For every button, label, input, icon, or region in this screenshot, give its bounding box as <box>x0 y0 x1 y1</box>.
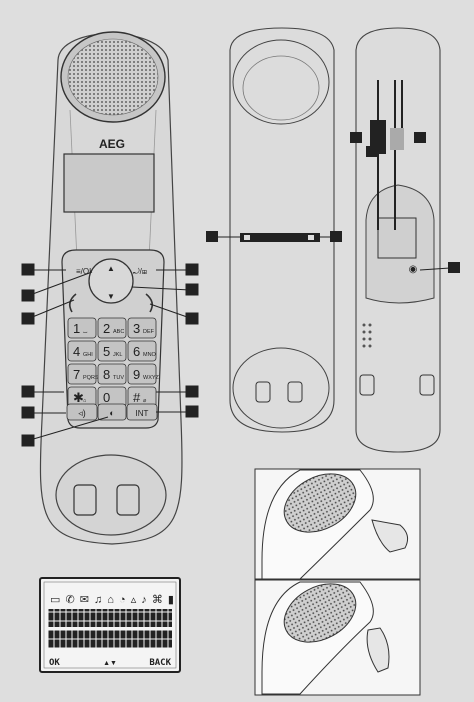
key-letters-3: GHI <box>83 352 93 358</box>
nfc-icon: ◉ <box>409 264 418 275</box>
lcd-text-row-2 <box>48 630 172 648</box>
nav-down-arrow[interactable]: ▼ <box>107 292 115 301</box>
illustration-top <box>254 468 421 580</box>
key-digit-11: # <box>133 390 141 405</box>
key-3[interactable] <box>67 340 97 362</box>
belt-clip-holes <box>362 323 372 348</box>
mute-icon: ◐ <box>109 408 114 418</box>
handset-back: ◉ <box>350 27 460 453</box>
key-digit-0: 1 <box>73 321 80 336</box>
key-1[interactable] <box>97 317 127 339</box>
key-2[interactable] <box>127 317 157 339</box>
navigation-ring[interactable] <box>88 258 134 304</box>
key-6[interactable] <box>67 363 97 385</box>
key-letters-1: ABC <box>113 329 124 335</box>
key-0[interactable] <box>67 317 97 339</box>
key-digit-7: 8 <box>103 367 110 382</box>
side-strip <box>240 233 320 242</box>
key-digit-9: ✱ <box>73 390 84 405</box>
key-letters-5: MNO <box>143 352 157 358</box>
brand-logo: AEG <box>99 137 125 151</box>
status-icon-row: ▭ ✆ ✉ ♫ ⌂ ◔ ▵ ♪ ⌘ ▮ <box>50 594 175 606</box>
lcd-text-row-1 <box>48 609 172 627</box>
key-letters-6: PQRS <box>83 375 99 381</box>
key-letters-11: ⌀ <box>143 398 147 404</box>
key-digit-2: 3 <box>133 321 140 336</box>
end-call-button[interactable] <box>145 293 154 313</box>
callouts-front <box>21 263 199 447</box>
key-digit-6: 7 <box>73 367 80 382</box>
speaker-key[interactable] <box>66 403 98 421</box>
lcd-display: ▭ ✆ ✉ ♫ ⌂ ◔ ▵ ♪ ⌘ ▮ OK ▲▼ BACK <box>39 577 181 673</box>
intercom-label: INT <box>136 409 149 418</box>
key-digit-5: 6 <box>133 344 140 359</box>
battery-compartment <box>377 217 417 259</box>
speaker-icon: ◃) <box>78 408 86 418</box>
key-letters-7: TUV <box>113 375 124 381</box>
key-digit-1: 2 <box>103 321 110 336</box>
mouthpiece <box>55 454 167 536</box>
illustration-bottom <box>254 579 421 696</box>
handset-screen <box>63 153 155 213</box>
charging-key-inserted <box>366 627 390 673</box>
lcd-softkey-scroll[interactable]: ▲▼ <box>103 660 117 667</box>
softkey-right-label[interactable]: ⤾/⊞ <box>133 267 147 276</box>
nav-up-arrow[interactable]: ▲ <box>107 264 115 273</box>
charging-key <box>371 519 409 553</box>
key-7[interactable] <box>97 363 127 385</box>
talk-button[interactable] <box>68 293 77 313</box>
lcd-softkey-back[interactable]: BACK <box>149 658 171 668</box>
key-digit-4: 5 <box>103 344 110 359</box>
key-digit-8: 9 <box>133 367 140 382</box>
key-8[interactable] <box>127 363 157 385</box>
handset-side <box>206 27 342 433</box>
lcd-softkey-ok[interactable]: OK <box>49 658 60 668</box>
key-letters-9: ⌂ <box>83 398 86 404</box>
key-letters-4: JKL <box>113 352 122 358</box>
key-letters-8: WXYZ <box>143 375 160 381</box>
mute-key[interactable] <box>97 403 127 421</box>
key-digit-10: 0 <box>103 390 110 405</box>
key-letters-0: ⌴ <box>83 329 88 335</box>
key-4[interactable] <box>97 340 127 362</box>
key-letters-2: DEF <box>143 329 155 335</box>
softkey-left-label[interactable]: ≡/OK <box>76 267 95 276</box>
key-5[interactable] <box>127 340 157 362</box>
key-digit-3: 4 <box>73 344 80 359</box>
